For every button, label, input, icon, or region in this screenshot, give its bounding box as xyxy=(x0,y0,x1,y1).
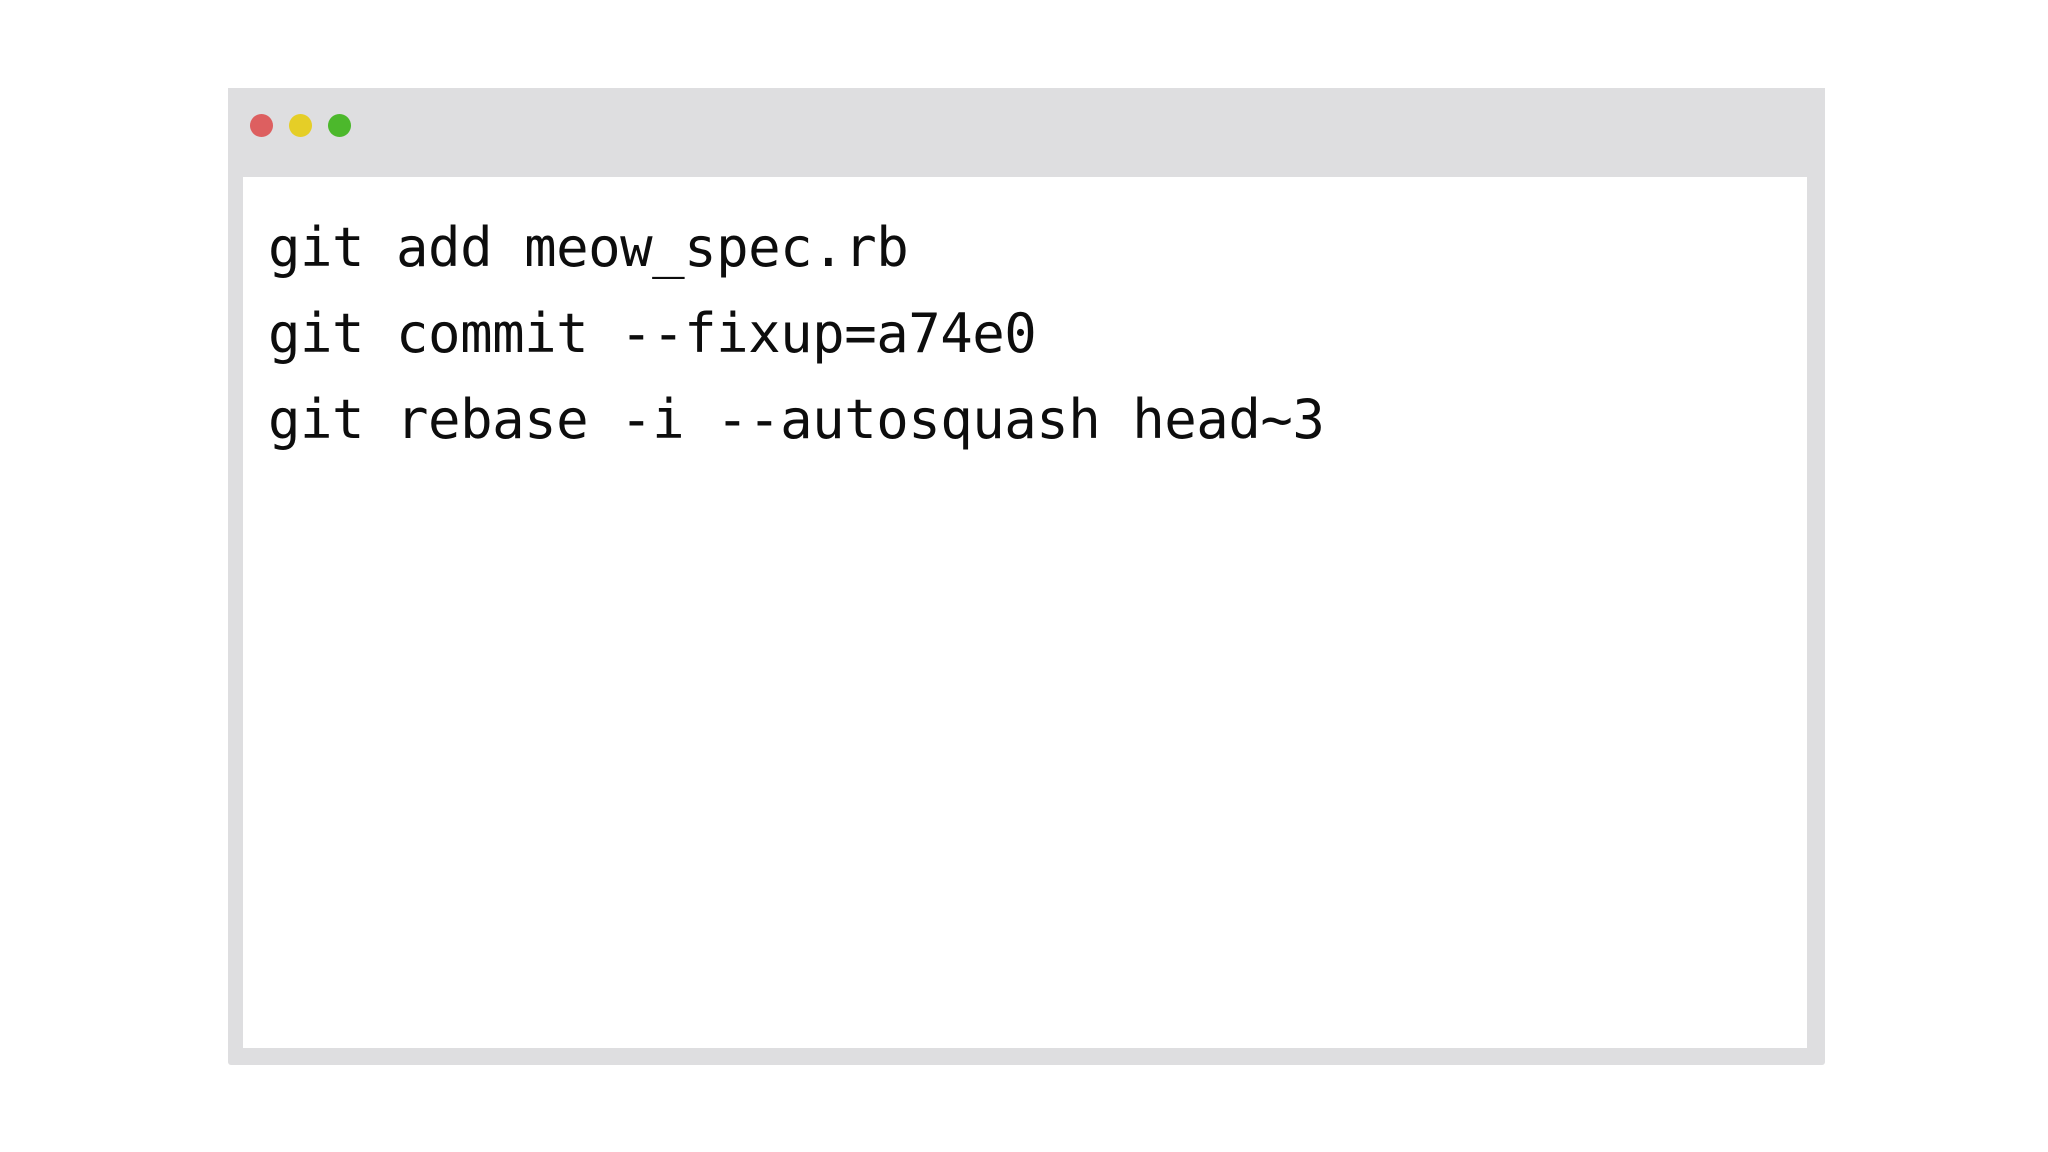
terminal-line: git commit --fixup=a74e0 xyxy=(268,302,1037,365)
terminal-line: git rebase -i --autosquash head~3 xyxy=(268,388,1325,451)
close-dot-icon[interactable] xyxy=(250,114,273,137)
terminal-line: git add meow_spec.rb xyxy=(268,216,909,279)
window-title-bar[interactable] xyxy=(228,88,1825,177)
minimize-dot-icon[interactable] xyxy=(289,114,312,137)
window-controls xyxy=(250,114,351,137)
maximize-dot-icon[interactable] xyxy=(328,114,351,137)
